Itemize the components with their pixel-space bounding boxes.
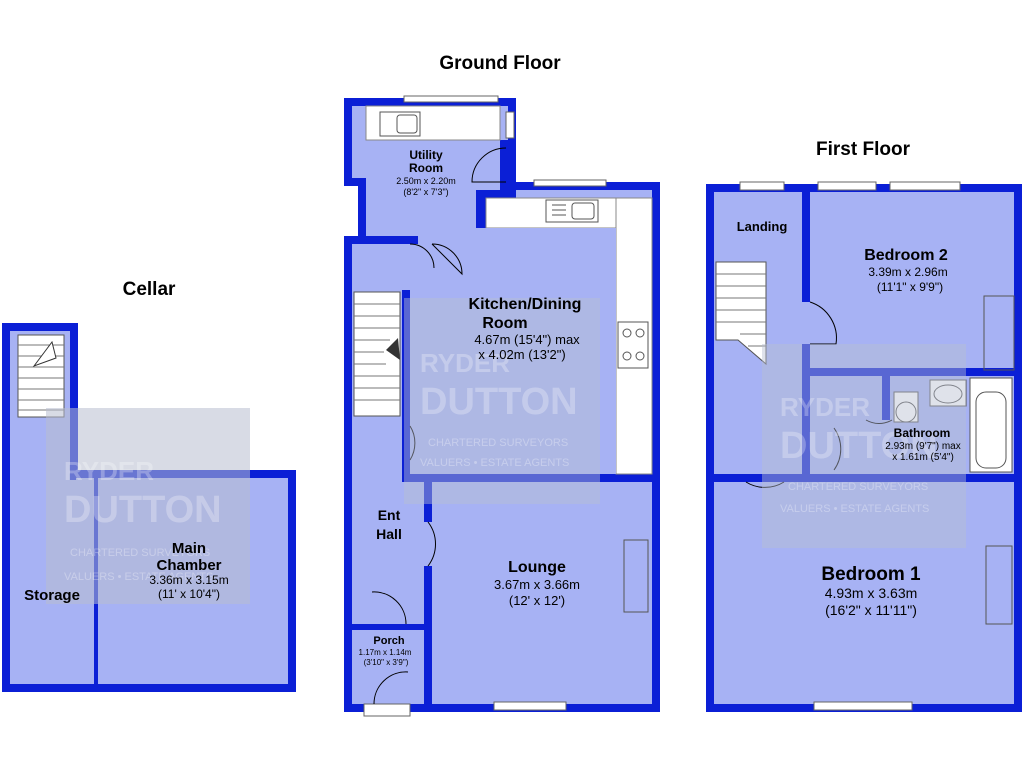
cellar-stairs <box>17 334 65 418</box>
bathroom-dims-1: 2.93m (9'7") max <box>885 441 960 452</box>
svg-text:CHARTERED SURVEYORS: CHARTERED SURVEYORS <box>428 437 568 449</box>
utility-window <box>403 95 499 103</box>
porch-dims-m: 1.17m x 1.14m <box>359 648 412 657</box>
hall-label-2: Hall <box>376 526 402 542</box>
bathroom-label: Bathroom <box>894 426 951 440</box>
lounge-dims-m: 3.67m x 3.66m <box>494 577 580 592</box>
utility-label-2: Room <box>409 161 443 175</box>
utility-label-1: Utility <box>409 148 443 162</box>
svg-text:RYDER: RYDER <box>64 456 154 486</box>
kitchen-dims-2: x 4.02m (13'2") <box>478 347 565 362</box>
porch-dims-ft: (3'10" x 3'9") <box>364 658 409 667</box>
bathroom-dims-2: x 1.61m (5'4") <box>892 452 954 463</box>
bedroom1-dims-m: 4.93m x 3.63m <box>825 585 918 601</box>
svg-text:RYDER: RYDER <box>780 392 870 422</box>
basin-icon <box>929 379 967 407</box>
first-door-swings <box>745 301 893 488</box>
landing-label: Landing <box>737 219 788 234</box>
hob-icon <box>617 321 649 369</box>
utility-dims-m: 2.50m x 2.20m <box>396 176 456 186</box>
svg-text:VALUERS • ESTATE AGENTS: VALUERS • ESTATE AGENTS <box>780 503 929 515</box>
watermark-first: RYDER DUTTON CHARTERED SURVEYORS VALUERS… <box>762 344 966 548</box>
kitchen-label-2: Room <box>482 315 527 332</box>
utility-kitchen-wall-2 <box>476 190 486 246</box>
watermark-cellar: RYDER DUTTON CHARTERED SURVEYORS VALUERS… <box>46 408 250 604</box>
lounge-chimney-breast <box>623 539 649 613</box>
kitchen-dims-1: 4.67m (15'4") max <box>474 332 580 347</box>
lounge-label: Lounge <box>508 559 566 576</box>
storage-label: Storage <box>24 587 80 604</box>
bath-icon <box>969 377 1013 473</box>
first-floor-title: First Floor <box>816 139 911 160</box>
ground-floor-plan <box>344 95 660 717</box>
hall-kitchen-wall <box>402 290 410 476</box>
bedroom2-dims-m: 3.39m x 2.96m <box>868 265 947 279</box>
svg-text:CHARTERED SURVEYORS: CHARTERED SURVEYORS <box>70 547 210 559</box>
kitchen-window <box>533 179 607 187</box>
main-chamber-label-1: Main <box>172 540 206 557</box>
lounge-dims-ft: (12' x 12') <box>509 593 565 608</box>
svg-text:VALUERS • ESTATE AGENTS: VALUERS • ESTATE AGENTS <box>64 571 213 583</box>
bedroom1-dims-ft: (16'2" x 11'11") <box>825 602 917 618</box>
hall-label-1: Ent <box>378 507 401 523</box>
ground-stairs <box>353 291 401 417</box>
kitchen-lounge-wall <box>402 474 652 482</box>
kitchen-sink-icon <box>545 199 599 223</box>
utility-dims-ft: (8'2" x 7'3") <box>403 187 448 197</box>
main-chamber-dims-m: 3.36m x 3.15m <box>149 573 228 587</box>
lounge-window <box>493 701 567 711</box>
utility-sink-icon <box>379 111 421 137</box>
toilet-icon <box>893 391 919 423</box>
porch-wall <box>352 624 424 630</box>
utility-kitchen-wall <box>352 236 424 244</box>
first-stairs <box>715 261 767 366</box>
svg-text:CHARTERED SURVEYORS: CHARTERED SURVEYORS <box>788 481 928 493</box>
ground-floor-title: Ground Floor <box>439 53 561 74</box>
first-floor-plan <box>706 181 1022 712</box>
main-chamber-dims-ft: (11' x 10'4") <box>158 587 220 601</box>
watermark-ground: RYDER DUTTON CHARTERED SURVEYORS VALUERS… <box>404 298 600 504</box>
bedroom2-label: Bedroom 2 <box>864 247 948 264</box>
svg-text:DUTTON: DUTTON <box>64 489 222 531</box>
front-door <box>363 703 411 717</box>
svg-text:DUTTON: DUTTON <box>420 381 578 423</box>
main-chamber-label-2: Chamber <box>156 557 221 574</box>
cellar-title: Cellar <box>123 279 176 300</box>
ground-door-swings <box>371 147 507 705</box>
svg-text:VALUERS • ESTATE AGENTS: VALUERS • ESTATE AGENTS <box>420 457 569 469</box>
svg-text:DUTTON: DUTTON <box>780 425 938 467</box>
svg-text:RYDER: RYDER <box>420 348 510 378</box>
bedroom1-label: Bedroom 1 <box>821 564 921 585</box>
bedroom2-dims-ft: (11'1" x 9'9") <box>877 280 943 294</box>
kitchen-label-1: Kitchen/Dining <box>469 296 582 313</box>
porch-label: Porch <box>373 635 404 647</box>
